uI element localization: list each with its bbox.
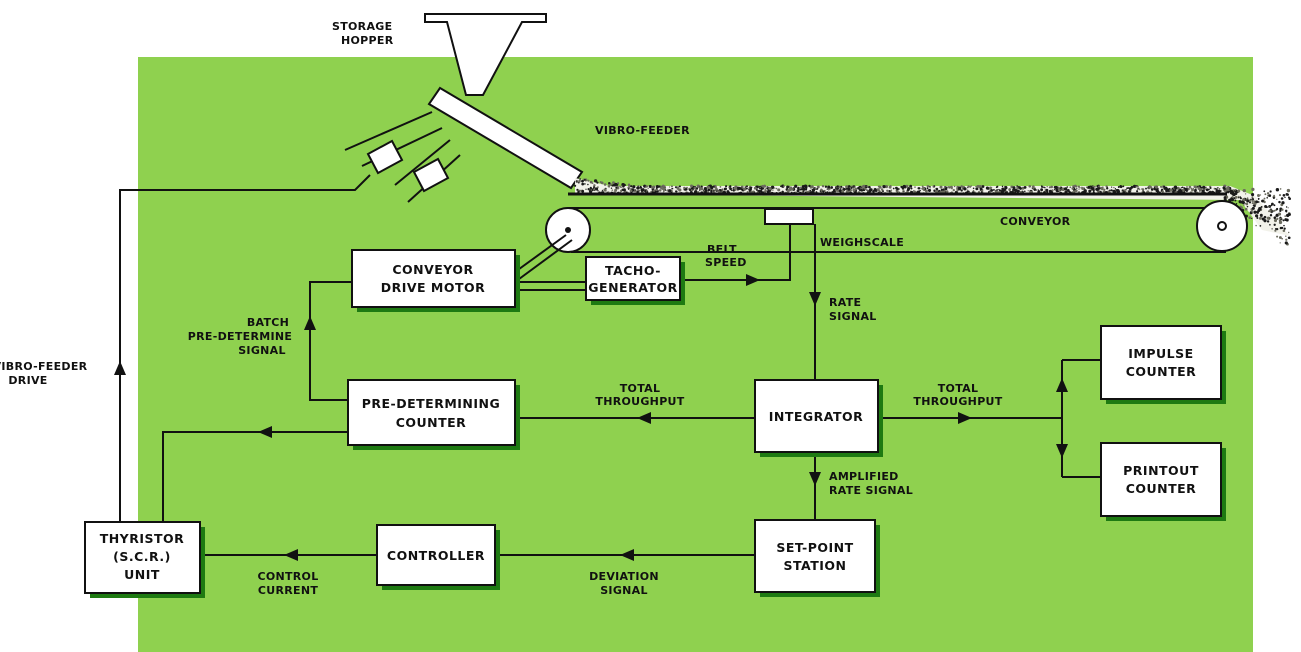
impulse-counter-label-2: COUNTER [1126,364,1197,379]
batch-signal-label-1: BATCH [247,316,289,329]
amplified-rate-signal-label-2: RATE SIGNAL [829,484,913,497]
arrow-batch-signal [304,316,316,330]
belt-speed-label-2: SPEED [705,256,747,269]
thyristor-label-3: UNIT [124,567,160,582]
amplified-rate-signal-label-1: AMPLIFIED [829,470,899,483]
arrow-printout-counter [1056,444,1068,458]
arrow-amplified-rate [809,472,821,486]
total-throughput-left-label-2: THROUGHPUT [595,395,684,408]
block-conveyor-drive-motor: CONVEYOR DRIVE MOTOR [351,249,520,312]
block-thyristor-unit: THYRISTOR (S.C.R.) UNIT [84,521,205,598]
arrow-deviation-signal [620,549,634,561]
block-pre-determining-counter: PRE-DETERMINING COUNTER [347,379,520,450]
conveyor-belt [568,192,1227,253]
storage-hopper [424,13,547,96]
thyristor-label-2: (S.C.R.) [113,549,171,564]
block-controller: CONTROLLER [376,524,500,590]
total-throughput-right-label-1: TOTAL [938,382,979,395]
deviation-signal-label-2: SIGNAL [600,584,648,597]
rate-signal-label-2: SIGNAL [829,310,877,323]
block-impulse-counter: IMPULSE COUNTER [1100,325,1226,404]
arrow-total-throughput-left [637,412,651,424]
arrow-counter-to-thyristor [258,426,272,438]
controller-label: CONTROLLER [387,548,485,563]
vibro-feeder-label: VIBRO-FEEDER [595,124,690,137]
printout-counter-label-1: PRINTOUT [1123,463,1199,478]
deviation-signal-label-1: DEVIATION [589,570,659,583]
thyristor-label-1: THYRISTOR [100,531,185,546]
conveyor-label: CONVEYOR [1000,215,1071,228]
printout-counter-label-2: COUNTER [1126,481,1197,496]
rate-signal-label-1: RATE [829,296,861,309]
block-tacho-generator: TACHO- GENERATOR [585,256,685,305]
tail-pulley [1196,200,1248,252]
background-panel [138,57,1253,652]
set-point-label-1: SET-POINT [776,540,853,555]
belt-speed-label-1: BELT [707,243,737,256]
batch-signal-label-3: SIGNAL [238,344,286,357]
block-set-point-station: SET-POINT STATION [754,519,880,597]
arrowheads [114,274,1068,561]
vibro-feeder-drive-label-1: VIBRO-FEEDER [0,360,88,373]
storage-hopper-label-2: HOPPER [341,34,394,47]
tacho-generator-label-1: TACHO- [605,263,661,278]
storage-hopper-label-1: STORAGE [332,20,392,33]
pre-determining-counter-label-1: PRE-DETERMINING [362,396,501,411]
vibro-feeder [344,86,584,203]
arrow-total-throughput-right [958,412,972,424]
block-integrator: INTEGRATOR [754,379,883,457]
control-current-label-2: CURRENT [258,584,318,597]
block-printout-counter: PRINTOUT COUNTER [1100,442,1226,521]
weighscale [764,208,814,225]
conveyor-drive-motor-label-2: DRIVE MOTOR [381,280,486,295]
control-current-label-1: CONTROL [257,570,318,583]
arrow-belt-speed [746,274,760,286]
impulse-counter-label-1: IMPULSE [1128,346,1193,361]
arrow-rate-signal [809,292,821,306]
weighscale-label: WEIGHSCALE [820,236,904,249]
set-point-label-2: STATION [783,558,846,573]
conveyor-drive-motor-label-1: CONVEYOR [392,262,473,277]
arrow-control-current [284,549,298,561]
integrator-label: INTEGRATOR [769,409,864,424]
free-labels: STORAGE HOPPER VIBRO-FEEDER CONVEYOR WEI… [0,20,1071,597]
batch-signal-label-2: PRE-DETERMINE [188,330,292,343]
tacho-generator-label-2: GENERATOR [588,280,677,295]
total-throughput-right-label-2: THROUGHPUT [913,395,1002,408]
arrow-vibro-feeder-drive [114,361,126,375]
pre-determining-counter-label-2: COUNTER [396,415,467,430]
total-throughput-left-label-1: TOTAL [620,382,661,395]
vibro-feeder-drive-label-2: DRIVE [8,374,47,387]
arrow-impulse-counter [1056,378,1068,392]
